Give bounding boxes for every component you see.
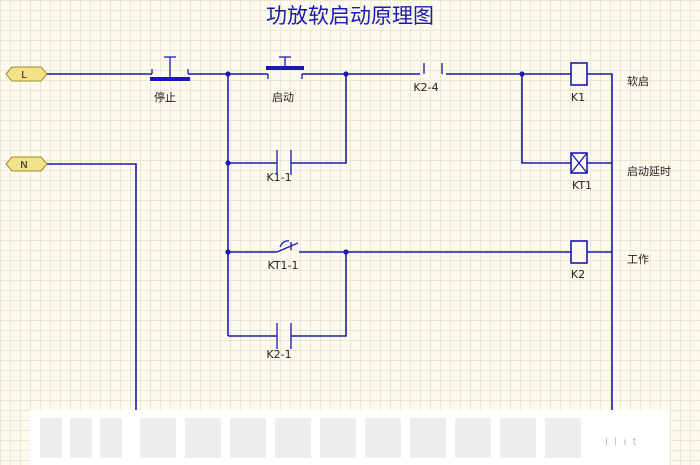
coil-k1: K1 [570,62,588,104]
coil-k2: K2 [570,240,588,281]
terminal-l: L [5,66,48,82]
left-branch-rail [227,74,572,337]
k2-4-contact: K2-4 [413,63,443,94]
terminal-l-label: L [21,70,27,81]
k1-1-label: K1-1 [266,171,291,184]
start-button-label: 启动 [272,91,294,104]
diagram-title: 功放软启动原理图 [266,4,434,28]
watermark-logo: I l i t [30,410,670,465]
kt1-branch [521,74,571,164]
coil-kt1-label: KT1 [572,179,592,192]
k2-1-label: K2-1 [266,348,291,361]
kt1-1-label: KT1-1 [267,259,298,272]
function-work: 工作 [627,253,649,266]
k2-1-contact: K2-1 [266,323,292,361]
k1-1-contact: K1-1 [266,150,292,184]
function-soft-start: 软启 [627,74,649,88]
start-button-symbol: 启动 [266,56,304,104]
coil-k2-label: K2 [571,268,585,281]
terminal-n: N [5,156,48,172]
coil-kt1: KT1 [570,152,592,192]
coil-k1-label: K1 [571,91,585,104]
stop-button-label: 停止 [154,90,176,104]
return-rail [587,73,613,420]
watermark-text: I l i t [605,437,637,448]
junction-dots [225,71,525,255]
terminal-n-label: N [20,160,27,171]
kt1-1-contact: KT1-1 [267,240,299,272]
neutral-wire [47,163,137,420]
stop-button-symbol: 停止 [150,56,190,104]
function-start-delay: 启动延时 [627,165,671,178]
k2-4-label: K2-4 [413,81,438,94]
